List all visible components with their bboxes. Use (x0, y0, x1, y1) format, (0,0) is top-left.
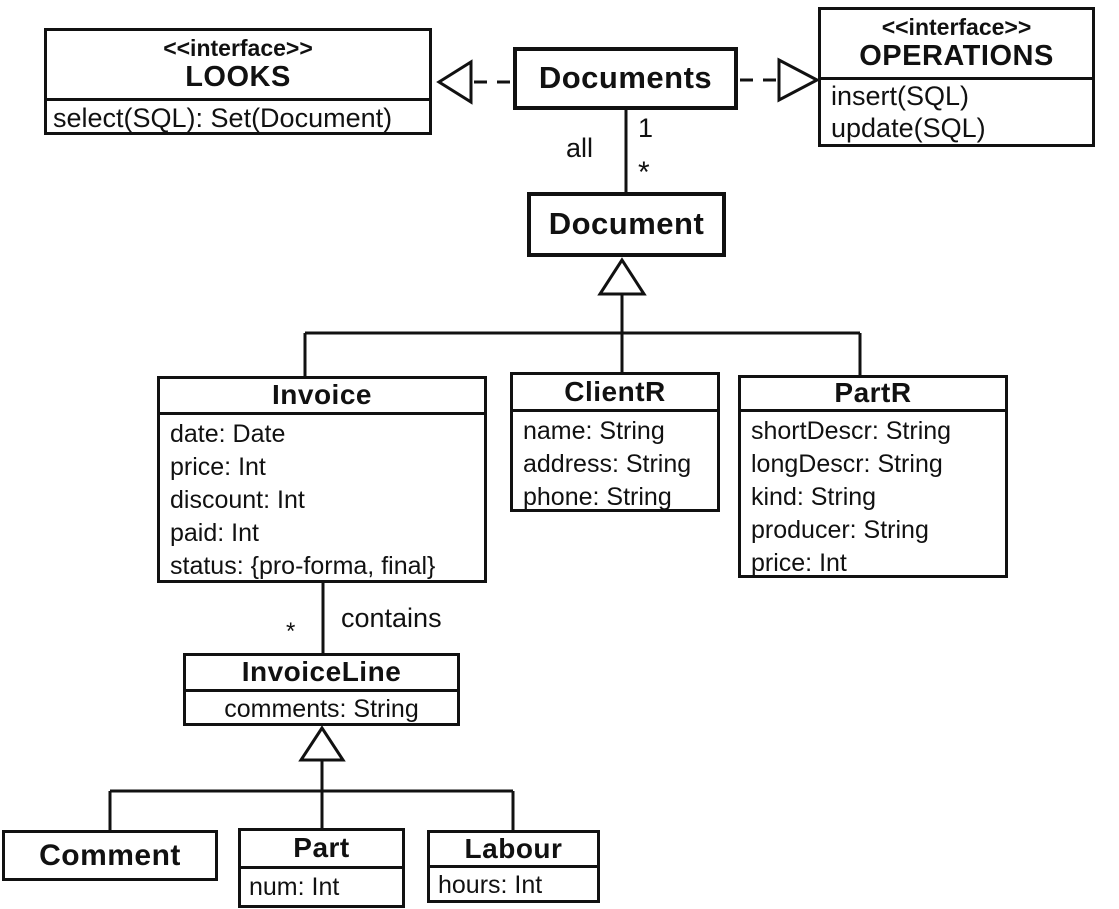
class-header-invoiceline: InvoiceLine (186, 656, 457, 692)
operation-item: update(SQL) (831, 113, 986, 143)
operations-compartment: insert(SQL) update(SQL) (821, 80, 1092, 144)
realization-triangle-icon-looks (436, 59, 473, 105)
attributes-compartment: name: String address: String phone: Stri… (513, 412, 717, 514)
class-header-looks: <<interface>> LOOKS (47, 31, 429, 101)
attributes-compartment: num: Int (241, 869, 402, 902)
class-name: Documents (538, 60, 713, 96)
stereotype-label: <<interface>> (163, 35, 313, 62)
attribute-item: num: Int (249, 873, 340, 901)
association-name-contains: contains (341, 603, 442, 633)
class-name: ClientR (564, 375, 666, 407)
multiplicity-star-invoiceline: * (286, 618, 296, 645)
attribute-item: address: String (523, 450, 692, 478)
class-header-invoice: Invoice (160, 379, 484, 415)
multiplicity-one: 1 (638, 113, 654, 143)
class-box-looks: <<interface>> LOOKS select(SQL): Set(Doc… (44, 28, 432, 135)
attributes-compartment: hours: Int (430, 868, 597, 899)
class-header-clientr: ClientR (513, 375, 717, 412)
multiplicity-star-document: * (638, 156, 650, 189)
attribute-item: name: String (523, 417, 665, 445)
class-box-documents: Documents (513, 47, 738, 110)
class-box-invoiceline: InvoiceLine comments: String (183, 653, 460, 726)
class-name: OPERATIONS (859, 39, 1054, 72)
class-header-part: Part (241, 831, 402, 869)
class-box-document: Document (527, 192, 726, 257)
class-name: Part (293, 832, 350, 864)
class-name: Invoice (272, 379, 372, 411)
attribute-item: price: Int (170, 453, 266, 481)
attributes-compartment: date: Date price: Int discount: Int paid… (160, 415, 484, 583)
operation-item: insert(SQL) (831, 81, 970, 111)
stereotype-label: <<interface>> (881, 14, 1032, 41)
class-header-partr: PartR (741, 378, 1005, 412)
class-name: InvoiceLine (241, 656, 402, 688)
attribute-item: paid: Int (170, 519, 259, 547)
class-box-comment: Comment (2, 830, 218, 881)
class-box-clientr: ClientR name: String address: String pho… (510, 372, 720, 512)
class-box-labour: Labour hours: Int (427, 830, 600, 903)
attribute-item: kind: String (751, 483, 877, 511)
attribute-item: longDescr: String (751, 450, 943, 478)
class-name: LOOKS (185, 60, 291, 93)
attribute-item: phone: String (523, 483, 672, 511)
attribute-item: price: Int (751, 549, 847, 577)
attribute-item: hours: Int (438, 871, 543, 899)
attribute-item: shortDescr: String (751, 417, 952, 445)
realization-triangle-icon-operations (777, 57, 821, 103)
attributes-compartment: comments: String (186, 692, 457, 723)
attribute-item: discount: Int (170, 486, 305, 514)
attribute-item: comments: String (224, 695, 419, 723)
operations-compartment: select(SQL): Set(Document) (47, 101, 429, 132)
attribute-item: date: Date (170, 420, 286, 448)
class-name: Comment (39, 839, 181, 872)
edge-role-label-all: all (566, 133, 594, 163)
class-name: Document (548, 206, 705, 242)
class-box-part: Part num: Int (238, 828, 405, 908)
class-header-operations: <<interface>> OPERATIONS (821, 10, 1092, 80)
inheritance-triangle-icon-document (597, 257, 647, 296)
attribute-item: producer: String (751, 516, 929, 544)
class-box-partr: PartR shortDescr: String longDescr: Stri… (738, 375, 1008, 578)
class-header-labour: Labour (430, 833, 597, 868)
attributes-compartment: shortDescr: String longDescr: String kin… (741, 412, 1005, 580)
class-box-invoice: Invoice date: Date price: Int discount: … (157, 376, 487, 583)
class-name: Labour (464, 833, 563, 864)
class-name: PartR (834, 378, 912, 409)
operation-item: select(SQL): Set(Document) (53, 103, 393, 133)
attribute-item: status: {pro-forma, final} (170, 552, 436, 580)
inheritance-triangle-icon-invoiceline (298, 725, 346, 762)
class-box-operations: <<interface>> OPERATIONS insert(SQL) upd… (818, 7, 1095, 147)
